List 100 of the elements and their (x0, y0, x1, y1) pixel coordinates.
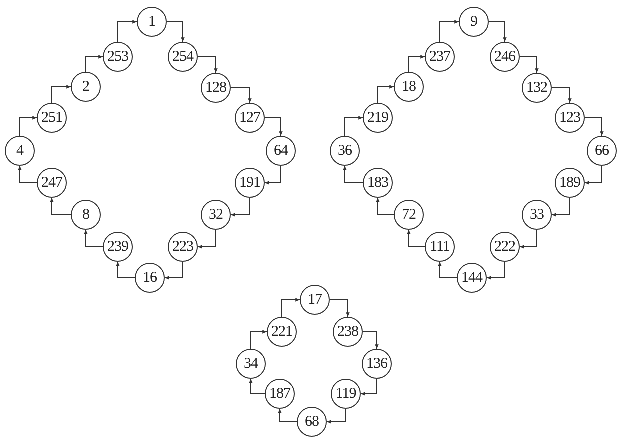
arrow (20, 116, 38, 136)
arrow (552, 198, 570, 217)
node-number: 191 (240, 174, 260, 192)
number-circle (362, 349, 392, 379)
number-circle (37, 103, 67, 133)
arrow (438, 262, 458, 278)
number-circle (236, 349, 266, 379)
arrow (376, 198, 394, 216)
node-number: 64 (274, 142, 288, 160)
arrow (278, 408, 298, 422)
number-circle (266, 136, 296, 166)
node-number: 247 (42, 174, 62, 192)
arrow (116, 262, 136, 278)
node-number: 8 (82, 206, 90, 224)
number-circle (394, 200, 424, 230)
number-circle (490, 42, 520, 72)
number-circle (300, 285, 330, 315)
node-number: 2 (82, 78, 90, 96)
node-number: 221 (272, 324, 292, 340)
arrow (50, 198, 72, 216)
arrow (198, 230, 216, 249)
number-circle (168, 232, 198, 262)
arrow (407, 230, 426, 248)
arrow (18, 166, 38, 184)
number-circle (235, 168, 265, 198)
arrow (249, 378, 266, 394)
number-circle (555, 103, 585, 133)
arrow (198, 56, 218, 74)
arrow (343, 166, 364, 184)
number-circle (235, 103, 265, 133)
node-number: 16 (143, 270, 157, 286)
node-number: 18 (402, 78, 416, 96)
node-number: 222 (494, 238, 516, 256)
number-circle (71, 200, 101, 230)
arrow (552, 88, 572, 104)
number-circle (333, 317, 363, 347)
node-number: 237 (430, 48, 450, 66)
number-circle (297, 407, 327, 437)
arrow (84, 230, 104, 248)
number-circle (103, 42, 133, 72)
number-circle (363, 103, 393, 133)
node-number: 36 (338, 142, 352, 160)
number-circle (459, 7, 489, 37)
node-number: 68 (305, 414, 319, 430)
arrow (230, 198, 250, 217)
number-circle (5, 136, 35, 166)
arrow (164, 262, 184, 280)
node-number: 239 (108, 238, 128, 256)
node-number: 111 (430, 238, 450, 256)
arrow (362, 332, 379, 350)
node-number: 136 (366, 356, 388, 372)
number-circle (522, 200, 552, 230)
number-circle (490, 232, 520, 262)
number-circle (331, 379, 361, 409)
node-number: 127 (240, 110, 260, 126)
number-circle (330, 136, 360, 166)
number-circle (457, 263, 487, 293)
node-number: 132 (526, 80, 548, 96)
arrow (52, 85, 72, 104)
number-circle (137, 7, 167, 37)
arrow (250, 330, 268, 350)
arrow (330, 300, 350, 318)
arrow (166, 22, 185, 42)
number-circle (71, 72, 101, 102)
node-number: 219 (368, 110, 388, 126)
node-number: 189 (560, 174, 580, 192)
node-number: 238 (338, 324, 358, 340)
arrow (264, 166, 282, 185)
number-circle (201, 200, 231, 230)
arrow (584, 166, 602, 185)
node-number: 33 (530, 206, 544, 224)
node-number: 72 (402, 206, 416, 224)
node-number: 246 (494, 48, 516, 66)
node-number: 4 (16, 142, 24, 160)
node-number: 183 (368, 174, 388, 192)
number-circle (201, 73, 231, 103)
arrow (488, 22, 507, 42)
number-circle (363, 168, 393, 198)
arrow (264, 118, 283, 136)
number-circle (425, 232, 455, 262)
arrow (344, 116, 364, 136)
arrow (378, 85, 394, 104)
number-circle (168, 42, 198, 72)
node-number: 254 (172, 48, 194, 66)
node-number: 123 (560, 110, 580, 126)
node-number: 32 (209, 206, 223, 224)
number-circle (394, 72, 424, 102)
arrow (584, 118, 604, 136)
node-number: 253 (108, 48, 128, 66)
number-circle (522, 73, 552, 103)
arrow (360, 378, 378, 396)
number-circle (425, 42, 455, 72)
number-circle (265, 379, 295, 409)
node-number: 144 (462, 270, 482, 286)
node-number: 9 (470, 14, 478, 30)
arrow (230, 88, 252, 104)
arrow (326, 408, 346, 424)
node-number: 223 (172, 238, 194, 256)
number-circle (37, 168, 67, 198)
number-circle (103, 232, 133, 262)
